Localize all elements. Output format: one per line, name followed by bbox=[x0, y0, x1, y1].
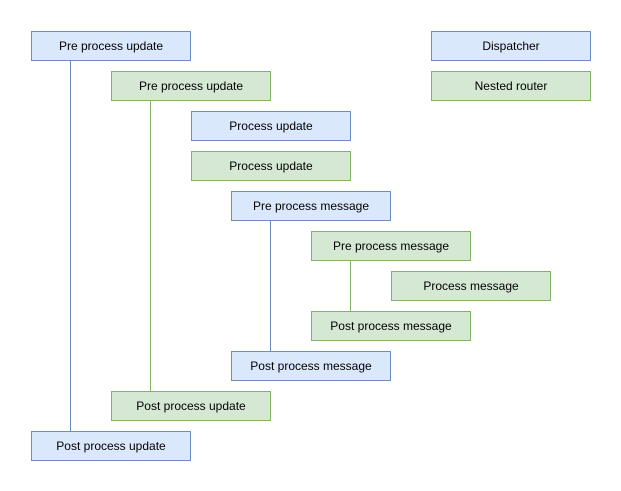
dispatcher-message-connector-line bbox=[270, 221, 271, 351]
node-post-process-update-router: Post process update bbox=[111, 391, 271, 421]
node-post-process-update-dispatcher: Post process update bbox=[31, 431, 191, 461]
node-process-update-router: Process update bbox=[191, 151, 351, 181]
dispatcher-update-connector-line bbox=[70, 61, 71, 431]
node-post-process-message-router: Post process message bbox=[311, 311, 471, 341]
legend-dispatcher: Dispatcher bbox=[431, 31, 591, 61]
node-process-update-dispatcher: Process update bbox=[191, 111, 351, 141]
node-pre-process-message-router: Pre process message bbox=[311, 231, 471, 261]
node-post-process-message-dispatcher: Post process message bbox=[231, 351, 391, 381]
router-message-connector-line bbox=[350, 261, 351, 311]
node-process-message-router: Process message bbox=[391, 271, 551, 301]
router-update-connector-line bbox=[150, 101, 151, 391]
legend-nested-router: Nested router bbox=[431, 71, 591, 101]
node-pre-process-message-dispatcher: Pre process message bbox=[231, 191, 391, 221]
node-pre-process-update-router: Pre process update bbox=[111, 71, 271, 101]
node-pre-process-update-dispatcher: Pre process update bbox=[31, 31, 191, 61]
